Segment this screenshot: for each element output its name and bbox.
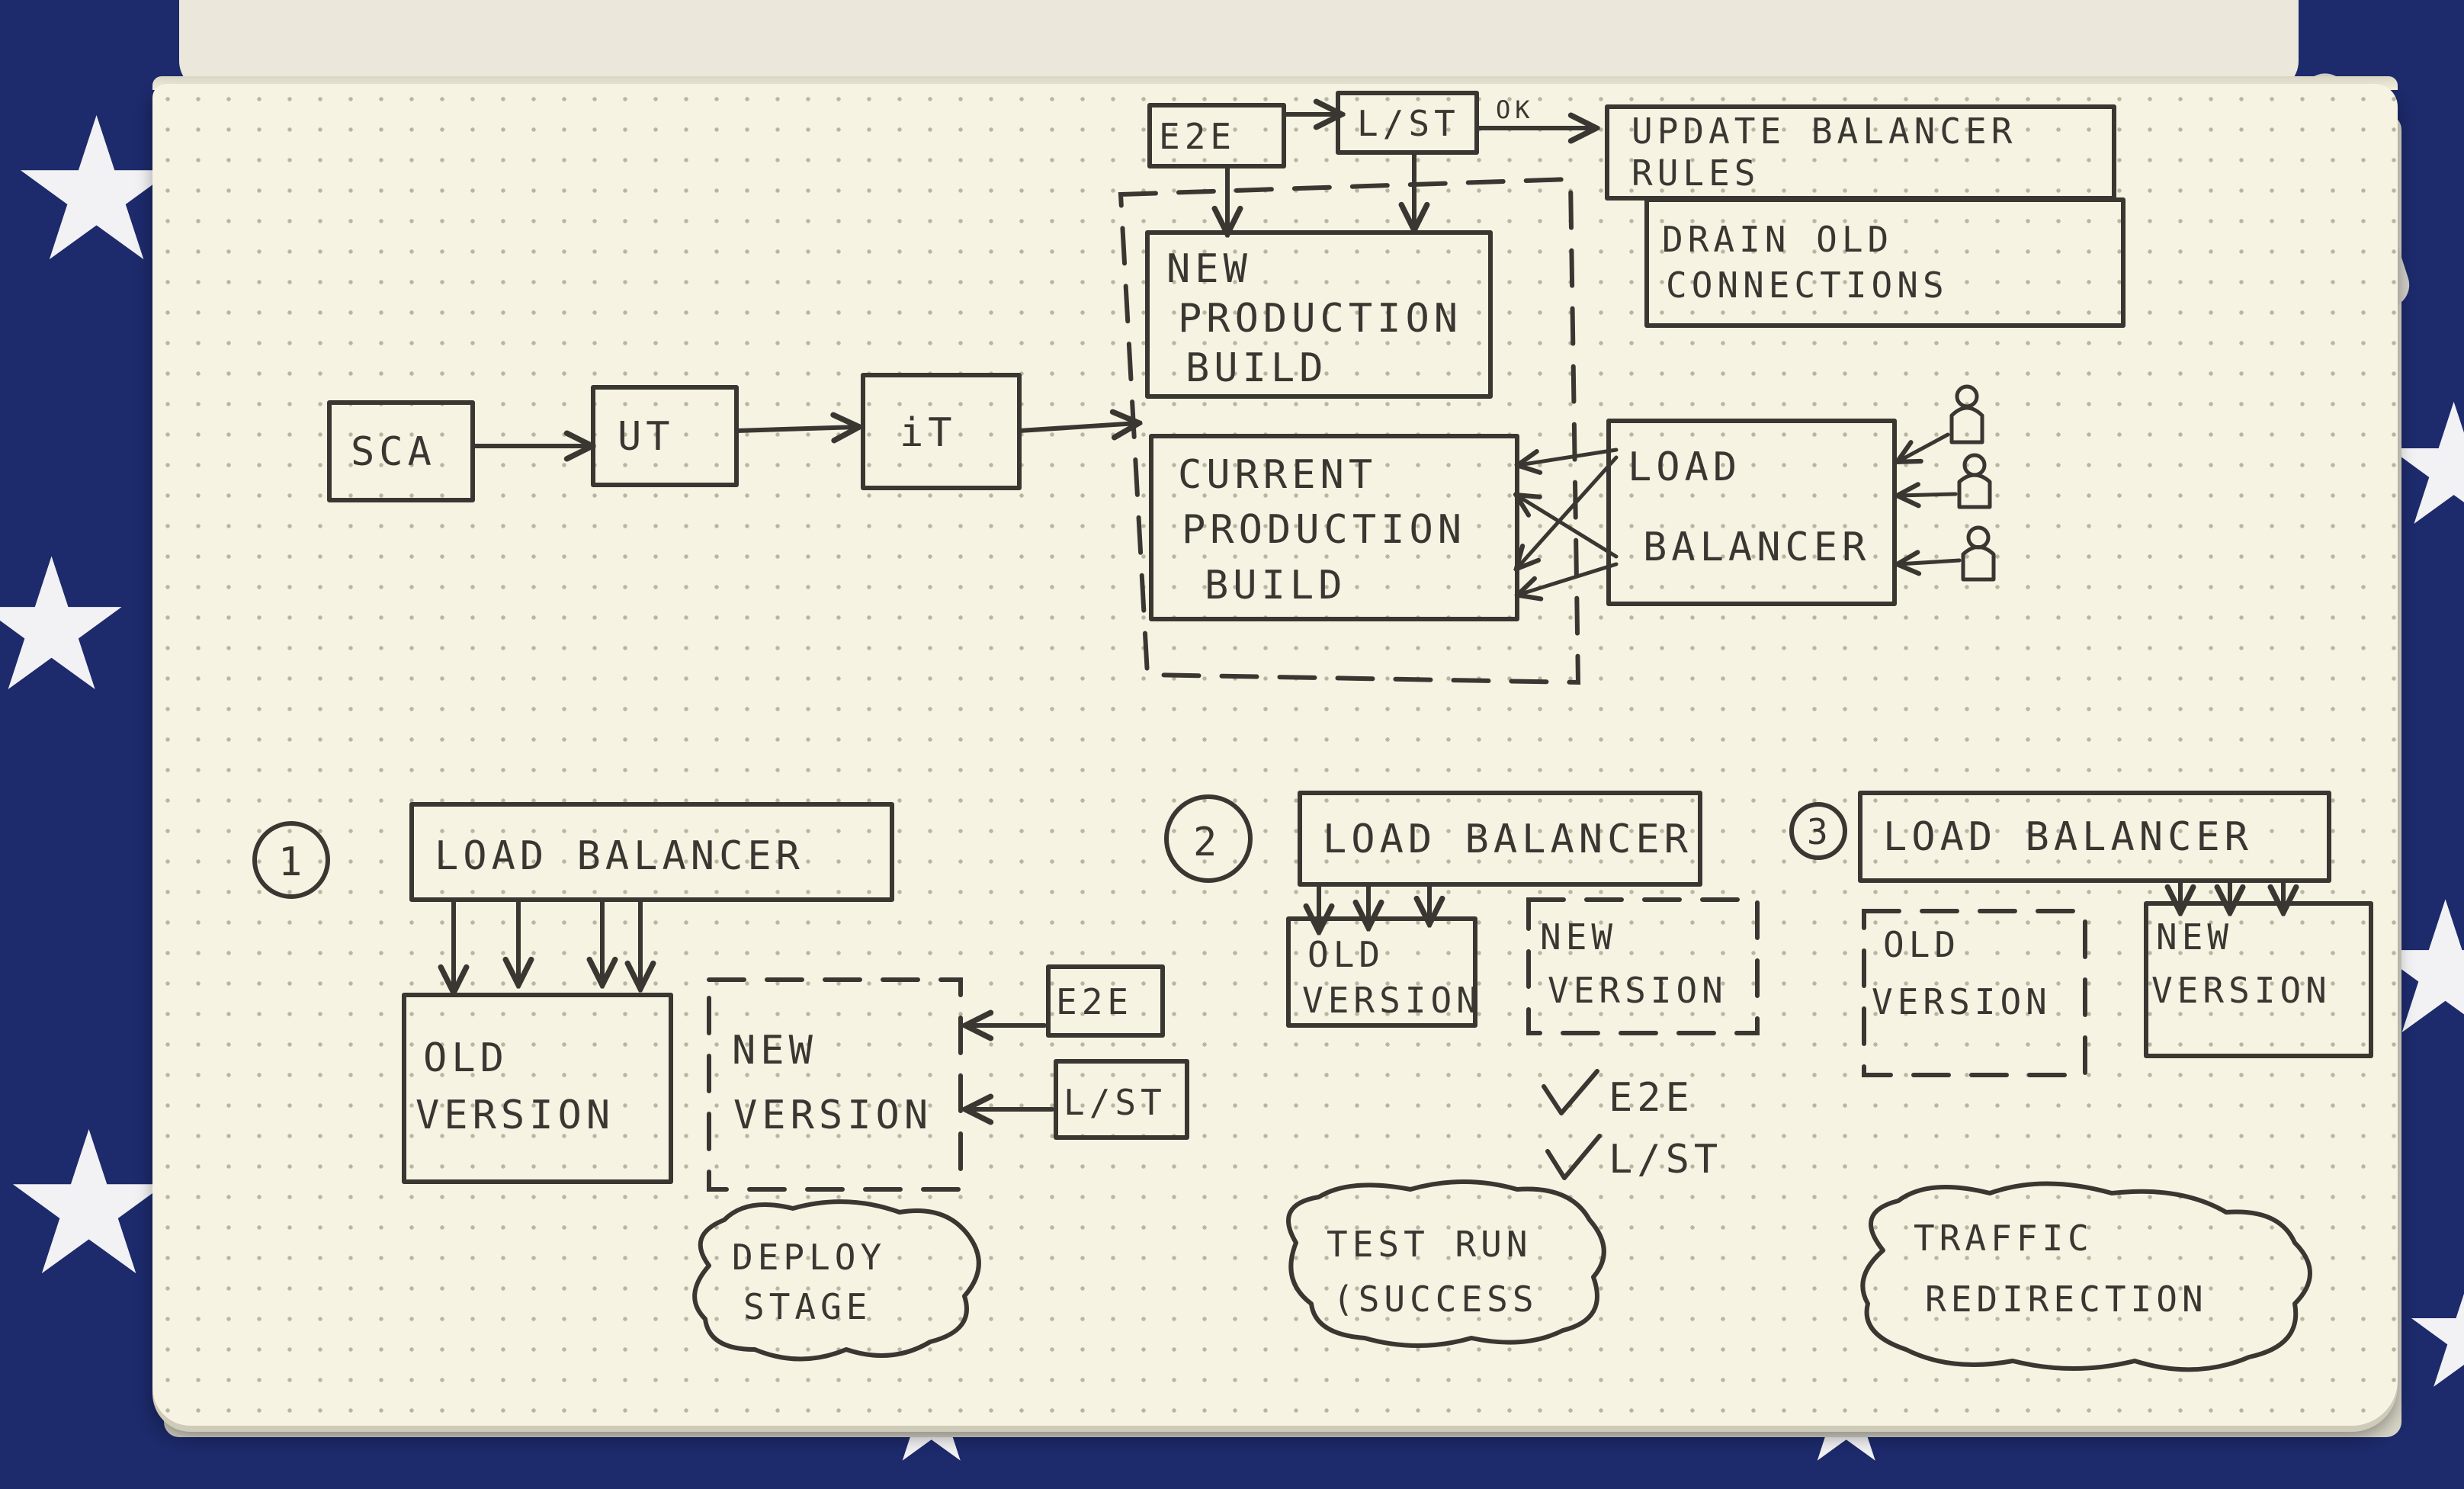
current-production-build-line3: BUILD [1205, 563, 1347, 608]
current-production-build-box [1149, 434, 1519, 621]
stage-1-e2e-box [1046, 964, 1165, 1038]
stage-1-number: 1 [278, 839, 306, 885]
stage-1-cloud [692, 1199, 981, 1362]
stage-2-old-version-line2: VERSION [1302, 980, 1482, 1021]
stage-1-lst-label: L/ST [1064, 1082, 1166, 1123]
star-icon: ★ [0, 1089, 178, 1320]
arrow-lb-to-current-3 [1517, 496, 1619, 559]
load-balancer-box-top [1606, 419, 1897, 606]
drain-old-connections-line1: DRAIN OLD [1662, 219, 1893, 260]
arrow-it-to-environment [1017, 423, 1137, 431]
pipeline-section: SCA UT iT E2E L/ST OK NEW PRODUCTION BUI… [327, 91, 2126, 685]
stage-1-number-circle [252, 821, 330, 899]
update-balancer-rules-line1: UPDATE BALANCER [1631, 111, 2016, 152]
arrow-lb-to-current-1 [1519, 448, 1619, 465]
stage-1-new-version-dashed-box [707, 977, 963, 1192]
stage-3-new-version-line2: VERSION [2151, 970, 2331, 1011]
star-icon: ★ [0, 518, 134, 732]
ok-label: OK [1496, 95, 1535, 124]
stage-3-old-version-line2: VERSION [1872, 981, 2052, 1022]
stage-2-new-version-line2: VERSION [1548, 970, 1728, 1011]
star-icon: ★ [2401, 1258, 2464, 1410]
stage-2-load-balancer-label: LOAD BALANCER [1323, 817, 1692, 862]
stage-3-number-circle [1789, 802, 1847, 860]
arrow-lb-to-current-2 [1517, 455, 1619, 568]
drain-old-connections-line2: CONNECTIONS [1666, 265, 1949, 306]
new-production-build-box [1145, 230, 1493, 399]
current-production-build-line1: CURRENT [1178, 452, 1377, 498]
user-icon [1957, 453, 1992, 509]
stage-3-load-balancer-label: LOAD BALANCER [1883, 814, 2253, 860]
hand-drawn-diagram: SCA UT iT E2E L/ST OK NEW PRODUCTION BUI… [252, 91, 2373, 1372]
arrow-user1-to-lb [1898, 432, 1950, 461]
stage-3-new-version-line1: NEW [2156, 916, 2233, 958]
stage-3-old-version-dashed-box [1862, 909, 2087, 1077]
stage-3-section: 3 LOAD BALANCER OLD VERSION NEW VERSION … [1789, 791, 2373, 1372]
stage-1-section: 1 LOAD BALANCER OLD VERSION NEW VERSION … [252, 802, 1189, 1362]
stage-1-lst-box [1054, 1059, 1189, 1140]
user-icon [1961, 525, 1996, 582]
stage-2-load-balancer-box [1298, 791, 1702, 887]
load-balancer-top-line1: LOAD [1628, 444, 1741, 490]
stage-1-old-version-box [402, 993, 673, 1184]
new-production-build-line3: BUILD [1185, 345, 1328, 391]
stage-2-number-circle [1164, 794, 1253, 883]
stage-3-old-version-line1: OLD [1883, 924, 1960, 965]
stage-1-new-version-line1: NEW [732, 1028, 817, 1073]
stage-2-number: 2 [1193, 820, 1221, 865]
stage-2-cloud-line2: (SUCCESS [1333, 1279, 1538, 1320]
e2e-box-top [1147, 103, 1286, 168]
lst-label-top: L/ST [1357, 103, 1460, 144]
stage-3-cloud [1860, 1181, 2312, 1372]
stage-3-cloud-line2: REDIRECTION [1925, 1279, 2208, 1320]
arrow-ut-to-it [734, 427, 858, 431]
stage-3-load-balancer-box [1858, 791, 2331, 883]
ut-label: UT [618, 414, 675, 460]
stage-1-cloud-line1: DEPLOY [732, 1237, 886, 1278]
stage-2-old-version-box [1286, 916, 1477, 1028]
arrow-user2-to-lb [1898, 494, 1958, 496]
stage-2-new-version-line1: NEW [1540, 916, 1617, 958]
notebook-page [152, 84, 2398, 1426]
stage-3-number: 3 [1807, 811, 1833, 852]
stage-1-new-version-line2: VERSION [733, 1093, 932, 1138]
checkmark-icon [1542, 1069, 1599, 1115]
stage-2-check-e2e: E2E [1609, 1075, 1694, 1121]
lst-box-top [1336, 91, 1479, 155]
update-balancer-rules-line2: RULES [1631, 152, 1760, 194]
stage-3-new-version-box [2144, 901, 2373, 1058]
stage-2-section: 2 LOAD BALANCER OLD VERSION NEW VERSION … [1164, 791, 1760, 1348]
stage-1-e2e-label: E2E [1056, 981, 1133, 1022]
stage-1-old-version-line2: VERSION [415, 1093, 614, 1138]
stage-2-cloud-line1: TEST RUN [1327, 1224, 1532, 1265]
new-production-build-line2: PRODUCTION [1178, 296, 1462, 342]
drain-old-connections-box [1644, 197, 2126, 328]
ut-box [591, 385, 739, 487]
e2e-label-top: E2E [1159, 116, 1236, 157]
stage-1-old-version-line1: OLD [423, 1035, 509, 1081]
arrow-lb-to-current-4 [1519, 562, 1619, 595]
stage-1-load-balancer-box [409, 802, 894, 902]
stage-1-cloud-line2: STAGE [743, 1286, 871, 1327]
stage-2-check-lst: L/ST [1609, 1137, 1722, 1183]
checkmark-icon [1545, 1134, 1602, 1180]
new-production-build-line1: NEW [1166, 246, 1252, 292]
stage-2-new-version-dashed-box [1526, 897, 1760, 1035]
stage-1-load-balancer-label: LOAD BALANCER [435, 833, 804, 879]
stage-2-cloud [1286, 1179, 1606, 1348]
stage-3-cloud-line1: TRAFFIC [1914, 1218, 2093, 1259]
load-balancer-top-line2: BALANCER [1643, 525, 1870, 570]
arrow-user3-to-lb [1898, 560, 1962, 564]
user-icon [1949, 384, 1984, 444]
current-production-build-line2: PRODUCTION [1182, 507, 1466, 553]
sca-label: SCA [351, 429, 436, 475]
it-label: iT [900, 410, 957, 456]
environment-dashed-boundary [1118, 176, 1581, 685]
stage-2-old-version-line1: OLD [1307, 934, 1384, 975]
sca-box [327, 400, 475, 502]
